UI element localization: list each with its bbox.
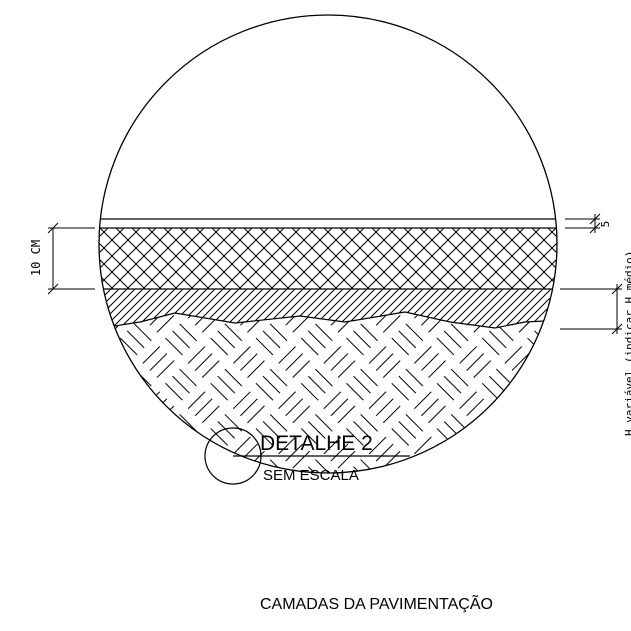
- right-variable-dimension-label: H variável (indicar H médio): [623, 251, 631, 436]
- right-variable-dimension: [560, 283, 623, 335]
- detail-scale: SEM ESCALA: [263, 467, 359, 484]
- detail-circle-outline: [98, 14, 558, 474]
- soil-irregular-boundary: [99, 311, 557, 330]
- left-dimension-label: 10 CM: [29, 240, 43, 276]
- surface-layer-crosshatch: [99, 228, 557, 289]
- right-top-dimension-label: 5: [599, 221, 612, 228]
- right-top-dimension: [565, 213, 601, 234]
- left-dimension: [47, 222, 95, 295]
- detail-title: DETALHE 2: [260, 432, 373, 455]
- detail-caption: CAMADAS DA PAVIMENTAÇÃO: [260, 593, 493, 613]
